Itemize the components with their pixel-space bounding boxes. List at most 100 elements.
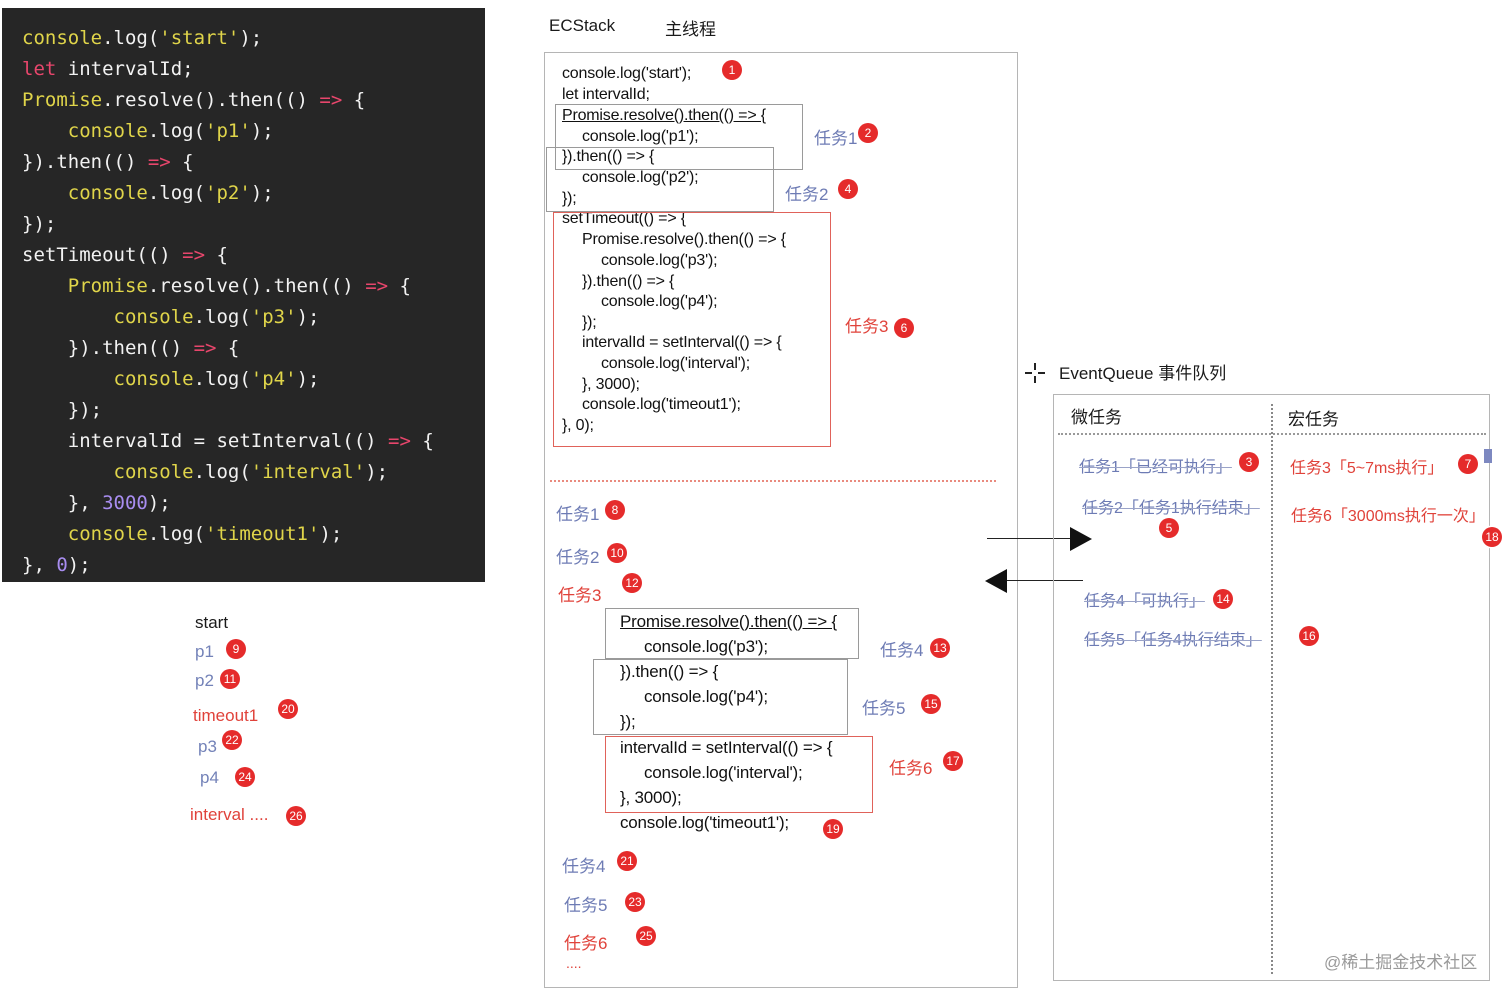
code-token [22,523,68,545]
micro-item-3: 任务4「可执行」 [1084,593,1205,610]
code-token: { [216,337,240,359]
lower-line: Promise.resolve().then(() => { [620,612,837,631]
code-token: 'start' [159,27,240,49]
code-token: .log( [147,523,206,545]
arrow-to-queue-line [987,538,1073,539]
code-token: => [147,151,171,173]
step-badge: 5 [1159,518,1179,538]
watermark: @稀土掘金技术社区 [1324,953,1478,972]
step-badge: 17 [943,751,963,771]
stack-line: Promise.resolve().then(() => { [562,107,766,124]
step-badge: 8 [605,500,625,520]
code-token: ); [147,492,171,514]
code-line: console.log('start'); [22,23,485,54]
step-badge: 4 [838,179,858,199]
code-token: => [365,275,389,297]
code-token: console [22,27,103,49]
code-token [22,182,68,204]
lower-line: console.log('timeout1'); [620,813,789,832]
code-line: }).then(() => { [22,147,485,178]
step-badge: 1 [722,60,742,80]
run-task-5: 任务5 [564,896,608,915]
code-line: Promise.resolve().then(() => { [22,85,485,116]
step-badge: 23 [625,892,645,912]
code-token: { [342,89,366,111]
code-token: console [113,306,194,328]
task-label-5: 任务5 [862,699,906,718]
queue-divider-vertical [1271,404,1273,974]
macro-item-1: 任务3「5~7ms执行」 [1290,460,1444,477]
lower-line: }, 3000); [620,788,682,807]
stack-line: console.log('p2'); [582,169,699,186]
code-token: }).then(() [22,151,148,173]
arrow-right-icon [1070,527,1092,551]
move-cursor-icon [1025,363,1045,383]
step-badge: 15 [921,694,941,714]
code-token: ); [67,554,91,576]
stack-line: }).then(() => { [582,273,675,290]
output-start: start [195,613,229,632]
micro-item-2: 任务2「任务1执行结束」 [1082,500,1260,517]
stack-line: console.log('start'); [562,65,692,82]
code-token: .log( [147,182,206,204]
stack-line: console.log('interval'); [601,355,750,372]
code-line: console.log('p4'); [22,364,485,395]
code-line: console.log('p3'); [22,302,485,333]
code-line: console.log('p1'); [22,116,485,147]
code-token: console [67,523,148,545]
step-badge: 11 [220,669,240,689]
task-label-1: 任务1 [814,129,858,148]
lower-line: }); [620,712,636,731]
code-token [22,275,68,297]
code-token: Promise [67,275,148,297]
task4-box [605,608,859,659]
code-line: console.log('interval'); [22,457,485,488]
code-token: ); [250,120,274,142]
code-token: { [170,151,194,173]
code-token [22,368,114,390]
code-token: }); [22,213,57,235]
code-token: intervalId; [56,58,194,80]
code-token [22,120,68,142]
code-token: intervalId = setInterval(() [22,430,389,452]
output-p1: p1 [195,642,214,661]
queue-divider-horizontal [1058,433,1486,435]
step-badge: 2 [858,123,878,143]
code-token: 'p4' [250,368,297,390]
run-task-3: 任务3 [558,586,602,605]
step-badge: 22 [222,730,242,750]
step-badge: 12 [622,573,642,593]
code-token: 'timeout1' [205,523,320,545]
stack-line: console.log('p4'); [601,293,718,310]
step-badge: 18 [1482,527,1502,547]
code-token: Promise [22,89,103,111]
marker-flag-icon [1484,449,1492,463]
code-token: console [113,368,194,390]
code-token: 0 [56,554,68,576]
code-token [22,306,114,328]
micro-item-4: 任务5「任务4执行结束」 [1084,632,1262,649]
code-line: }, 0); [22,550,485,581]
step-badge: 16 [1299,626,1319,646]
output-p4: p4 [200,768,219,787]
micro-item-1: 任务1「已经可执行」 [1079,459,1232,476]
output-p2: p2 [195,671,214,690]
code-token: .log( [147,120,206,142]
output-interval: interval .... [190,805,269,824]
lower-line: intervalId = setInterval(() => { [620,738,833,757]
stack-line: intervalId = setInterval(() => { [582,334,782,351]
task2-box [546,147,774,212]
code-token: ); [296,306,320,328]
stack-line: }, 0); [562,417,594,434]
code-token: .log( [193,368,251,390]
lower-line: }).then(() => { [620,662,719,681]
stack-line: setTimeout(() => { [562,210,686,227]
code-token: console [67,182,148,204]
macro-task-header: 宏任务 [1288,410,1339,429]
micro-task-header: 微任务 [1071,408,1122,427]
stack-line: console.log('p1'); [582,128,699,145]
code-token: ); [296,368,320,390]
stack-line: Promise.resolve().then(() => { [582,231,786,248]
code-line: console.log('p2'); [22,178,485,209]
step-badge: 9 [226,639,246,659]
